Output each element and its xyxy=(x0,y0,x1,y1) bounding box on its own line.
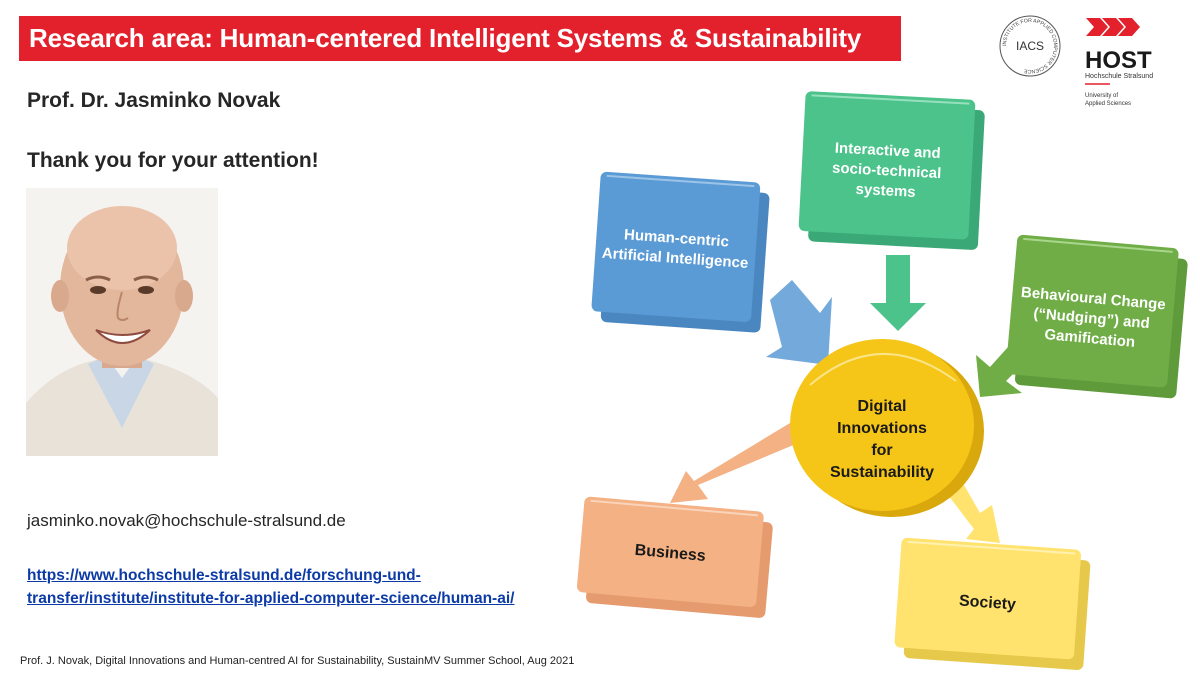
host-sub: Hochschule Stralsund xyxy=(1085,73,1153,80)
arrow-center-to-society xyxy=(948,485,1000,543)
sustainability-diagram: Human-centric Artificial Intelligence In… xyxy=(576,91,1188,670)
box-interactive-line3: systems xyxy=(855,181,916,201)
box-business: Business xyxy=(576,496,773,618)
arrow-ai-to-center xyxy=(766,280,832,365)
host-label: HOST xyxy=(1085,47,1152,74)
center-circle: Digital Innovations for Sustainability xyxy=(790,339,984,517)
host-logo: HOST Hochschule Stralsund University of … xyxy=(1085,18,1153,107)
box-interactive-line2: socio-technical xyxy=(832,160,942,183)
arrow-interactive-to-center xyxy=(870,255,926,331)
box-human-centric-ai: Human-centric Artificial Intelligence xyxy=(591,171,770,333)
center-line4: Sustainability xyxy=(830,464,934,481)
presenter-photo xyxy=(26,188,218,456)
center-line2: Innovations xyxy=(837,420,927,437)
iacs-label: IACS xyxy=(1016,39,1044,53)
institute-link-line1[interactable]: https://www.hochschule-stralsund.de/fors… xyxy=(27,567,421,584)
center-line3: for xyxy=(871,442,892,459)
host-sub3: Applied Sciences xyxy=(1085,101,1131,107)
institute-link-line2[interactable]: transfer/institute/institute-for-applied… xyxy=(27,590,515,607)
slide-title: Research area: Human-centered Intelligen… xyxy=(19,16,901,61)
box-society-label: Society xyxy=(958,593,1016,614)
institute-link[interactable]: https://www.hochschule-stralsund.de/fors… xyxy=(27,564,567,610)
arrow-center-to-business xyxy=(670,423,803,503)
box-behavioural-change: Behavioural Change (“Nudging”) and Gamif… xyxy=(1005,234,1188,399)
iacs-logo: INSTITUTE FOR APPLIED COMPUTER SCIENCE I… xyxy=(999,15,1061,77)
box-interactive-line1: Interactive and xyxy=(834,140,941,163)
box-interactive-systems: Interactive and socio-technical systems xyxy=(798,91,985,250)
presenter-name: Prof. Dr. Jasminko Novak xyxy=(27,89,281,112)
host-sub2: University of xyxy=(1085,93,1118,99)
box-business-label: Business xyxy=(634,542,706,565)
email-address: jasminko.novak@hochschule-stralsund.de xyxy=(27,511,346,530)
footer-citation: Prof. J. Novak, Digital Innovations and … xyxy=(20,655,575,667)
center-line1: Digital xyxy=(858,398,907,415)
closing-text: Thank you for your attention! xyxy=(27,149,319,172)
box-society: Society xyxy=(894,537,1091,670)
